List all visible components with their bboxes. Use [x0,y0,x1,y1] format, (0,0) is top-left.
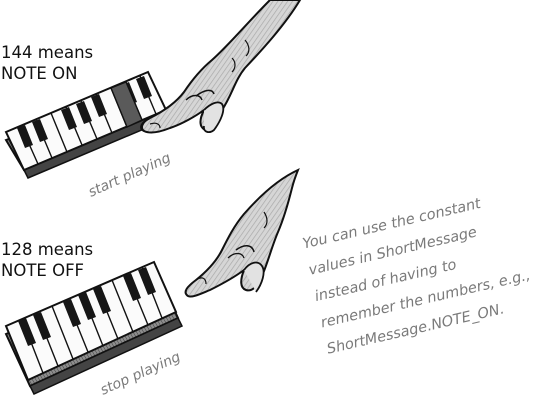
hand-pressing [140,0,302,134]
note-off-label: 128 means NOTE OFF [1,239,93,281]
note-off-label-line1: 128 means [1,240,94,259]
note-on-label-line1: 144 means [1,43,94,62]
keyboard-top [4,70,172,179]
note-on-label: 144 means NOTE ON [1,42,93,84]
keyboard-bottom [4,260,184,395]
note-on-label-line2: NOTE ON [1,64,78,83]
hand-lifted [184,168,300,298]
note-off-label-line2: NOTE OFF [1,261,85,280]
